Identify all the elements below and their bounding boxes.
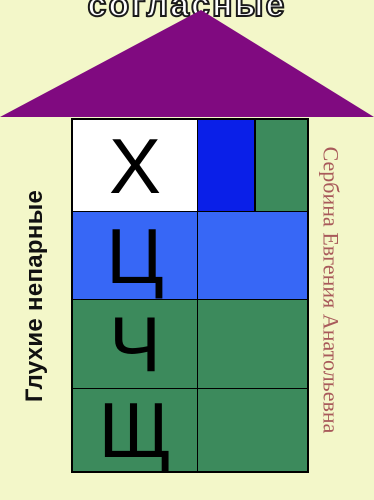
- letter-cell-1: Х: [73, 120, 198, 212]
- group-label-text: Глухие непарные: [21, 189, 49, 401]
- marker-cell-4: [198, 389, 307, 471]
- marker-cell-3: [198, 300, 307, 389]
- letter-ts: Ц: [106, 217, 164, 295]
- letter-shch: Щ: [98, 391, 171, 469]
- author-credit: Сербина Евгения Анатольевна: [302, 80, 358, 500]
- group-label: Глухие непарные: [2, 118, 68, 473]
- marker-cell-1: [198, 120, 307, 212]
- letter-ch: Ч: [109, 305, 161, 383]
- letter-kh: Х: [109, 127, 161, 205]
- marker-cell-2: [198, 212, 307, 300]
- author-name: Сербина Евгения Анатольевна: [317, 147, 343, 434]
- blue-marker: [198, 120, 256, 211]
- letter-cell-2: Ц: [73, 212, 198, 300]
- letter-grid: Х Ц Ч Щ: [71, 118, 309, 473]
- letter-cell-4: Щ: [73, 389, 198, 471]
- letter-cell-3: Ч: [73, 300, 198, 389]
